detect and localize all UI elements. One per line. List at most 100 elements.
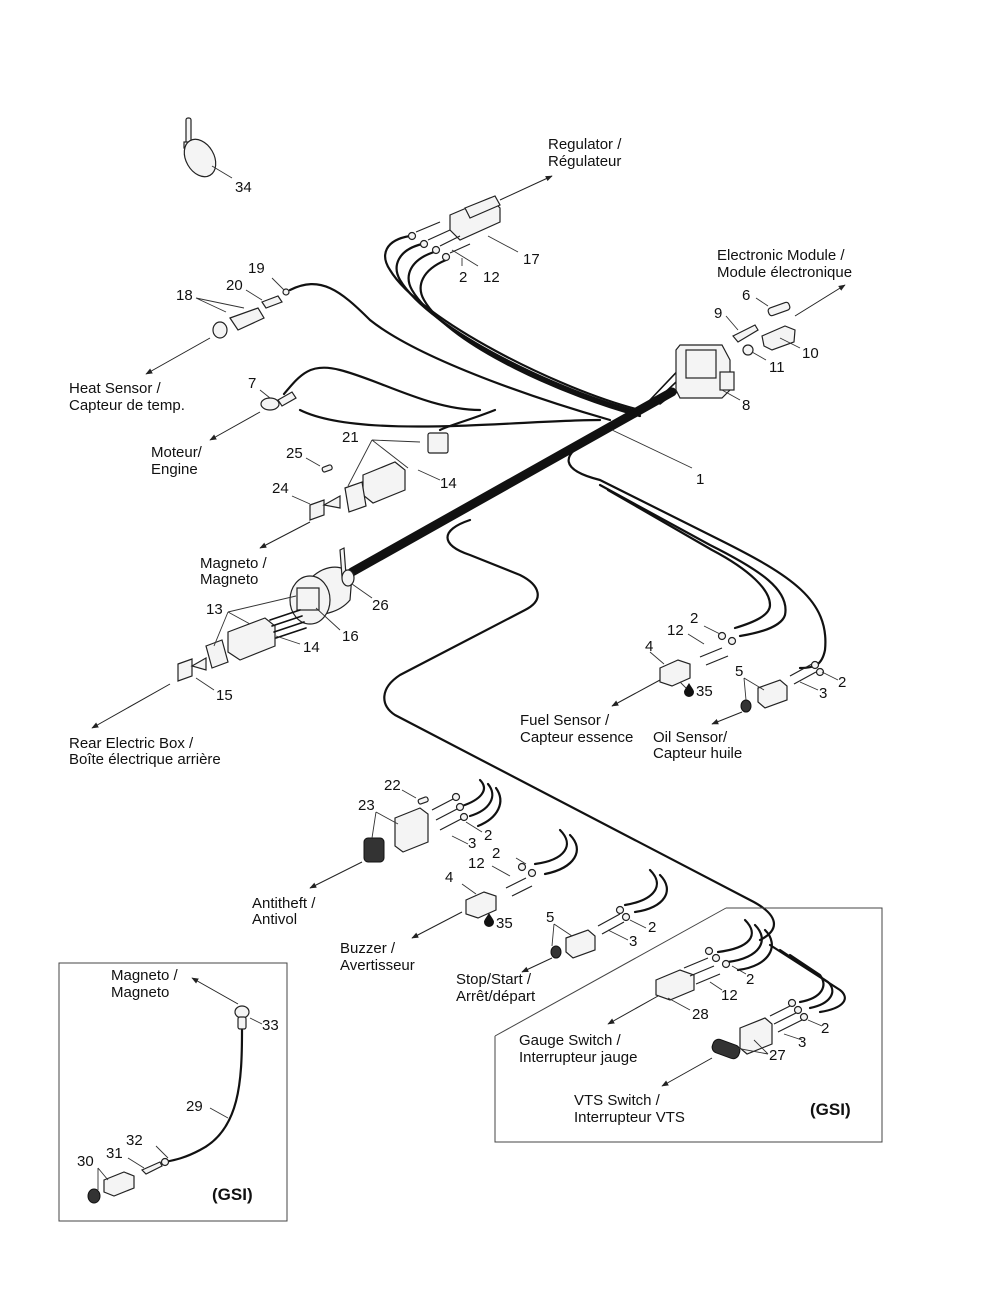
heat-sensor-connector-18 (212, 288, 290, 339)
vts-switch-arrow (661, 1057, 713, 1087)
callout-12d: 12 (721, 987, 738, 1004)
callout-3: 3 (819, 685, 827, 702)
heat-sensor-arrow (145, 337, 211, 375)
callout-14b: 14 (303, 639, 320, 656)
callout-2c: 2 (838, 674, 846, 691)
engine-arrow (209, 411, 261, 441)
magneto-housing-16 (289, 547, 355, 625)
callout-12c: 12 (468, 855, 485, 872)
heat-sensor-wire (288, 283, 612, 422)
magneto-connector-21 (309, 432, 449, 521)
label-gauge-switch: Gauge Switch /Interrupteur jauge (519, 1032, 637, 1066)
antitheft-arrow (309, 861, 363, 889)
callout-17: 17 (523, 251, 540, 268)
callout-27: 27 (769, 1047, 786, 1064)
callout-34: 34 (235, 179, 252, 196)
callout-numbers: 34 17 2 12 19 20 18 6 9 10 11 8 7 1 21 2… (77, 179, 846, 1170)
callout-16: 16 (342, 628, 359, 645)
module-connector-8 (675, 344, 735, 399)
callout-12: 12 (483, 269, 500, 286)
main-wire-1 (298, 408, 602, 428)
gsi-frame-main (494, 907, 883, 1143)
callout-3c: 3 (629, 933, 637, 950)
label-rear-electric-box: Rear Electric Box /Boîte électrique arri… (69, 735, 221, 768)
callout-6: 6 (742, 287, 750, 304)
vts-switch-connector-27 (711, 998, 809, 1060)
callout-2d: 2 (484, 827, 492, 844)
engine-ground-wire (282, 366, 482, 412)
label-vts-switch: VTS Switch /Interrupteur VTS (574, 1092, 685, 1126)
callout-15: 15 (216, 687, 233, 704)
gsi-tag-main: (GSI) (810, 1100, 851, 1119)
callout-31: 31 (106, 1145, 123, 1162)
callout-1: 1 (696, 471, 704, 488)
label-buzzer: Buzzer /Avertisseur (340, 940, 415, 974)
oil-sensor-arrow (711, 711, 743, 725)
pin-6 (767, 301, 791, 317)
callout-20: 20 (226, 277, 243, 294)
callout-4b: 4 (445, 869, 453, 886)
callout-23: 23 (358, 797, 375, 814)
callout-26: 26 (372, 597, 389, 614)
inset-magneto-wire-29 (87, 1005, 250, 1204)
callout-25: 25 (286, 445, 303, 462)
svg-text:35: 35 (696, 683, 713, 700)
callout-2h: 2 (821, 1020, 829, 1037)
callout-10: 10 (802, 345, 819, 362)
stop-start-arrow (521, 957, 553, 973)
gsi-inset-frame (58, 962, 288, 1222)
terminal-10 (761, 325, 796, 351)
gauge-switch-arrow (607, 995, 659, 1025)
buzzer-connector-4 (465, 862, 537, 919)
antitheft-connector-23 (363, 792, 469, 863)
callout-2b: 2 (690, 610, 698, 627)
callout-5: 5 (735, 663, 743, 680)
callout-2e: 2 (492, 845, 500, 862)
rear-box-arrow (91, 683, 171, 729)
sealant-35a: 35 (684, 683, 713, 700)
callout-8: 8 (742, 397, 750, 414)
buzzer-arrow (411, 911, 463, 939)
label-heat-sensor: Heat Sensor /Capteur de temp. (69, 380, 185, 414)
label-oil-sensor: Oil Sensor/Capteur huile (653, 729, 742, 762)
regulator-branch-wires (384, 234, 642, 418)
magneto-arrow (259, 521, 311, 549)
label-engine: Moteur/Engine (151, 444, 203, 478)
sealant-35b: 35 (484, 913, 513, 932)
label-stop-start: Stop/Start /Arrêt/départ (456, 971, 536, 1005)
gauge-switch-connector-28 (655, 946, 731, 1001)
regulator-terminals (407, 221, 471, 262)
stop-start-connector-5 (550, 905, 631, 959)
label-magneto: Magneto /Magneto (200, 555, 268, 588)
regulator-arrow (499, 175, 553, 201)
callout-22: 22 (384, 777, 401, 794)
callout-18: 18 (176, 287, 193, 304)
callout-2g: 2 (746, 971, 754, 988)
callout-3b: 3 (468, 835, 476, 852)
fuel-oil-branch-wires (567, 438, 827, 670)
callout-11: 11 (769, 359, 785, 376)
callout-21: 21 (342, 429, 359, 446)
callout-5b: 5 (546, 909, 554, 926)
callout-3d: 3 (798, 1034, 806, 1051)
callout-2f: 2 (648, 919, 656, 936)
callout-9: 9 (714, 305, 722, 322)
leader-lines (97, 165, 839, 1190)
label-electronic-module: Electronic Module /Module électronique (717, 247, 852, 281)
callout-12b: 12 (667, 622, 684, 639)
callout-19: 19 (248, 260, 265, 277)
label-fuel-sensor: Fuel Sensor /Capteur essence (520, 712, 633, 746)
callout-4: 4 (645, 638, 653, 655)
label-regulator: Regulator /Régulateur (548, 136, 622, 170)
drop-icon (484, 913, 494, 927)
callout-7: 7 (248, 375, 256, 392)
lower-branch-wires (383, 518, 846, 1014)
oil-sensor-connector-5 (740, 660, 825, 713)
callout-32: 32 (126, 1132, 143, 1149)
callout-14: 14 (440, 475, 457, 492)
callout-24: 24 (272, 480, 289, 497)
label-antitheft: Antitheft /Antivol (252, 895, 316, 928)
fuel-sensor-connector-4 (659, 631, 737, 687)
destination-arrows (91, 175, 846, 1087)
callout-30: 30 (77, 1153, 94, 1170)
